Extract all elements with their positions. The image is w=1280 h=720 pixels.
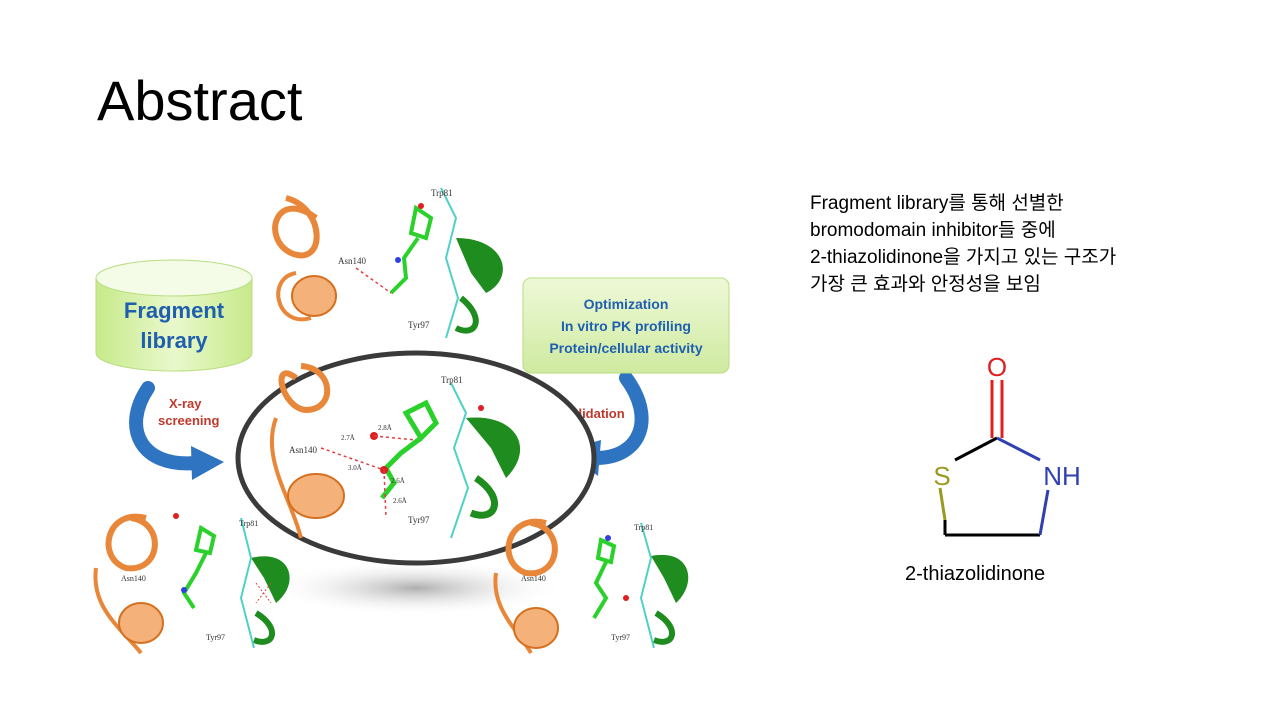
workflow-figure: Fragment library X-ray screening validat… [86,178,736,658]
workflow-figure-svg: Fragment library X-ray screening validat… [93,187,730,655]
protein-structure-bottom-left: Trp81 Asn140 Tyr97 [93,513,290,655]
molecule-caption: 2-thiazolidinone [905,563,1046,585]
summary-line-2: bromodomain inhibitor들 중에 [810,220,1056,241]
optimization-line3: Protein/cellular activity [549,340,702,356]
br-label-trp81: Trp81 [634,523,653,532]
distance-label-5: 2.6Å [393,497,407,505]
slide-title: Abstract [97,69,303,132]
summary-text: Fragment library를 통해 선별한 bromodomain inh… [810,190,1230,298]
atom-nh: NH [1043,461,1081,491]
ring-bond-c2-s [954,436,998,462]
atom-oxygen: O [987,352,1007,382]
ring-bond-s-c5 [938,487,947,521]
center-label-asn140: Asn140 [289,445,318,455]
summary-line-3: 2-thiazolidinone을 가지고 있는 구조가 [810,247,1117,268]
optimization-line1: Optimization [584,296,669,312]
top-label-asn140: Asn140 [338,256,367,266]
atom-sulfur: S [933,461,950,491]
ring-bond-c2-n [996,436,1041,462]
summary-line-4: 가장 큰 효과와 안정성을 보임 [810,274,1041,295]
br-label-asn140: Asn140 [521,574,546,583]
molecule-svg: O S NH [933,352,1081,537]
br-label-tyr97: Tyr97 [611,633,630,642]
distance-label-2: 2.8Å [378,424,392,432]
library-label-line1: Fragment [124,298,225,323]
bl-label-tyr97: Tyr97 [206,633,225,642]
protein-structure-top: Trp81 Asn140 Tyr97 [272,187,503,339]
top-label-trp81: Trp81 [431,188,453,198]
central-highlight-ring [235,350,597,566]
fragment-library-cylinder: Fragment library [95,259,253,372]
xray-label-line2: screening [158,413,219,428]
ring-bond-c4-n [1038,489,1050,536]
xray-arrow: X-ray screening [129,381,224,480]
xray-label-line1: X-ray [169,396,202,411]
distance-label-1: 2.7Å [341,434,355,442]
optimization-line2: In vitro PK profiling [561,318,691,334]
library-label-line2: library [140,328,208,353]
bl-label-trp81: Trp81 [239,519,258,528]
bl-label-asn140: Asn140 [121,574,146,583]
optimization-box: Optimization In vitro PK profiling Prote… [522,277,730,374]
protein-structure-bottom-right: Trp81 Asn140 Tyr97 [493,518,689,655]
summary-line-1: Fragment library를 통해 선별한 [810,193,1064,214]
circle-shadow [266,560,566,616]
thiazolidinone-structure: O S NH [900,340,1100,570]
protein-structure-center: Trp81 Asn140 Tyr97 2.7Å 2.8Å 3.0Å 2.6Å 2… [269,363,521,539]
distance-label-3: 3.0Å [348,464,362,472]
center-label-tyr97: Tyr97 [408,515,430,525]
distance-label-4: 2.6Å [391,477,405,485]
center-label-trp81: Trp81 [441,375,463,385]
top-label-tyr97: Tyr97 [408,320,430,330]
